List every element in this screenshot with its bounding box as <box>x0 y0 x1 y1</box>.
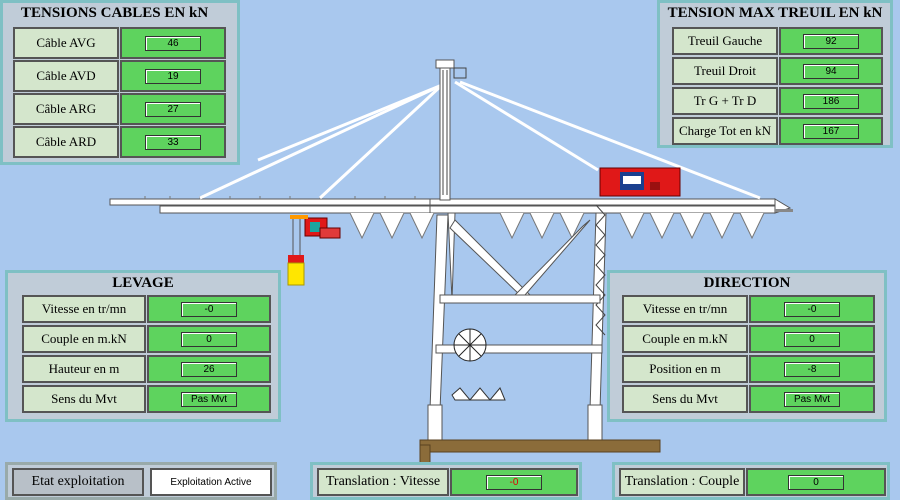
direction-label-0: Vitesse en tr/mn <box>622 295 748 323</box>
direction-value-box-3: Pas Mvt <box>749 385 875 413</box>
direction-value-3: Pas Mvt <box>784 391 840 407</box>
treuil-title: TENSION MAX TREUIL EN kN <box>667 5 883 21</box>
levage-label-1: Couple en m.kN <box>22 325 146 353</box>
levage-value-2: 26 <box>181 361 237 377</box>
translation-vitesse-value-box: -0 <box>450 468 578 496</box>
treuil-label-3: Charge Tot en kN <box>672 117 778 145</box>
tension-label-2: Câble ARG <box>13 93 119 125</box>
cable-reel <box>453 328 487 362</box>
treuil-value-box-3: 167 <box>779 117 883 145</box>
crane-stairs <box>595 204 606 336</box>
translation-couple-label: Translation : Couple <box>619 468 745 496</box>
treuil-value-box-0: 92 <box>779 27 883 55</box>
boom-trusses <box>349 212 765 240</box>
tower-top <box>442 67 467 195</box>
direction-value-1: 0 <box>784 331 840 347</box>
direction-panel: DIRECTION Vitesse en tr/mn -0 Couple en … <box>607 270 887 422</box>
direction-value-0: -0 <box>784 301 840 317</box>
quay <box>419 439 661 468</box>
tension-label-1: Câble AVD <box>13 60 119 92</box>
levage-value-box-0: -0 <box>147 295 271 323</box>
translation-couple-value: 0 <box>788 474 844 490</box>
levage-value-3: Pas Mvt <box>181 391 237 407</box>
levage-label-0: Vitesse en tr/mn <box>22 295 146 323</box>
direction-value-2: -8 <box>784 361 840 377</box>
translation-couple-panel: Translation : Couple 0 <box>612 462 890 500</box>
tension-value-box-1: 19 <box>120 60 226 92</box>
spreader <box>287 219 305 286</box>
levage-panel: LEVAGE Vitesse en tr/mn -0 Couple en m.k… <box>5 270 281 422</box>
tension-value-3: 33 <box>145 134 201 150</box>
levage-value-box-1: 0 <box>147 325 271 353</box>
treuil-value-2: 186 <box>803 93 859 109</box>
etat-panel: Etat exploitation Exploitation Active <box>5 462 277 500</box>
portal-beams <box>435 219 603 354</box>
levage-value-0: -0 <box>181 301 237 317</box>
machinery-house <box>599 167 681 197</box>
tension-value-0: 46 <box>145 35 201 51</box>
tension-label-3: Câble ARD <box>13 126 119 158</box>
treuil-value-1: 94 <box>803 63 859 79</box>
translation-vitesse-value: -0 <box>486 474 542 490</box>
levage-label-2: Hauteur en m <box>22 355 146 383</box>
translation-couple-value-box: 0 <box>746 468 886 496</box>
stay-cables <box>199 80 761 200</box>
treuil-value-box-2: 186 <box>779 87 883 115</box>
translation-vitesse-label: Translation : Vitesse <box>317 468 449 496</box>
tension-value-box-0: 46 <box>120 27 226 59</box>
direction-value-box-1: 0 <box>749 325 875 353</box>
levage-title: LEVAGE <box>112 275 174 291</box>
tension-value-box-3: 33 <box>120 126 226 158</box>
crane-boom <box>109 198 793 214</box>
crane-left-leg <box>427 59 456 441</box>
treuil-panel: TENSION MAX TREUIL EN kN Treuil Gauche 9… <box>657 0 893 148</box>
tension-value-box-2: 27 <box>120 93 226 125</box>
direction-value-box-2: -8 <box>749 355 875 383</box>
tension-value-2: 27 <box>145 101 201 117</box>
levage-value-1: 0 <box>181 331 237 347</box>
trolley <box>290 215 341 239</box>
direction-label-2: Position en m <box>622 355 748 383</box>
treuil-value-0: 92 <box>803 33 859 49</box>
treuil-label-2: Tr G + Tr D <box>672 87 778 115</box>
treuil-label-1: Treuil Droit <box>672 57 778 85</box>
etat-label: Etat exploitation <box>12 468 144 496</box>
treuil-label-0: Treuil Gauche <box>672 27 778 55</box>
tensions-title: TENSIONS CABLES EN kN <box>21 5 209 21</box>
levage-value-box-2: 26 <box>147 355 271 383</box>
tension-label-0: Câble AVG <box>13 27 119 59</box>
levage-value-box-3: Pas Mvt <box>147 385 271 413</box>
treuil-value-box-1: 94 <box>779 57 883 85</box>
sill-beam <box>451 387 506 401</box>
direction-label-3: Sens du Mvt <box>622 385 748 413</box>
etat-value: Exploitation Active <box>150 468 272 496</box>
tensions-panel: TENSIONS CABLES EN kN Câble AVG 46 Câble… <box>0 0 240 165</box>
translation-vitesse-panel: Translation : Vitesse -0 <box>310 462 582 500</box>
direction-value-box-0: -0 <box>749 295 875 323</box>
boom-posts <box>144 196 416 199</box>
tension-value-1: 19 <box>145 68 201 84</box>
direction-label-1: Couple en m.kN <box>622 325 748 353</box>
direction-title: DIRECTION <box>703 275 791 291</box>
levage-label-3: Sens du Mvt <box>22 385 146 413</box>
treuil-value-3: 167 <box>803 123 859 139</box>
crane-right-leg <box>587 212 607 441</box>
